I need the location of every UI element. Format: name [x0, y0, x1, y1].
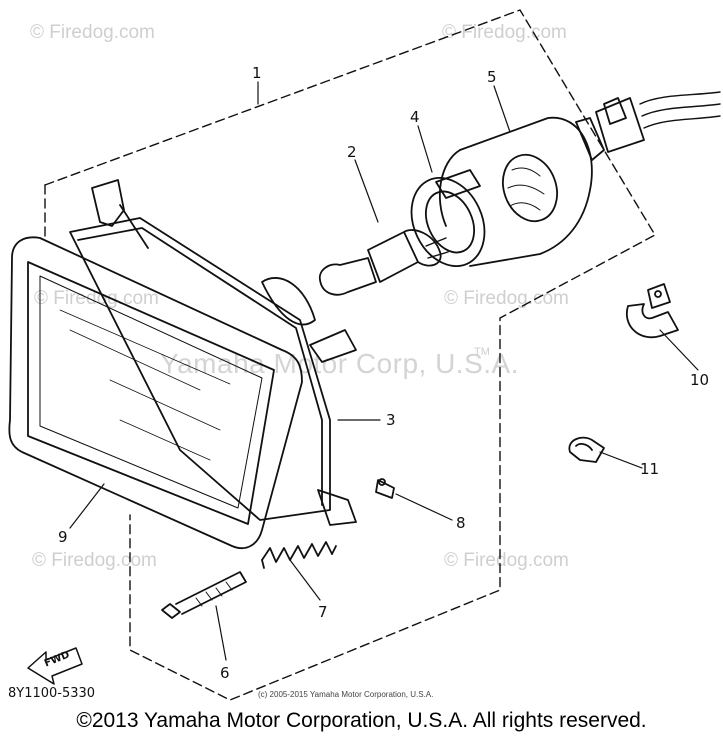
callout-11: 11	[640, 460, 660, 478]
callout-1: 1	[252, 64, 262, 82]
callout-3: 3	[386, 411, 396, 429]
headlight-housing	[69, 179, 357, 526]
halogen-bulb	[318, 229, 449, 296]
callout-6: 6	[220, 664, 230, 682]
diagram-part-code: 8Y1100-5330	[8, 686, 96, 701]
bulb-socket	[410, 169, 486, 267]
callout-7: 7	[318, 603, 328, 621]
callout-8: 8	[456, 514, 466, 532]
callout-9: 9	[58, 528, 68, 546]
wire-connector	[595, 91, 721, 153]
adjust-clip	[375, 478, 395, 499]
leader-lines	[69, 81, 699, 661]
cable-band	[568, 436, 605, 463]
watermark: © Firedog.com	[30, 22, 155, 43]
watermark: © Firedog.com	[444, 288, 569, 309]
callout-5: 5	[487, 68, 497, 86]
callout-2: 2	[347, 143, 357, 161]
watermark-tm: TM	[474, 346, 490, 358]
watermark: © Firedog.com	[32, 550, 157, 571]
watermark: © Firedog.com	[34, 288, 159, 309]
source-copyright: (c) 2005-2015 Yamaha Motor Corporation, …	[258, 690, 434, 699]
wire-clamp	[625, 283, 679, 339]
copyright-footer: ©2013 Yamaha Motor Corporation, U.S.A. A…	[76, 709, 647, 732]
forward-arrow	[27, 647, 83, 685]
adjust-spring	[261, 541, 337, 569]
adjust-screw	[161, 571, 247, 619]
headlight-lens-rim	[8, 236, 303, 550]
assembly-boundary	[44, 9, 656, 701]
callout-4: 4	[410, 108, 420, 126]
watermark: © Firedog.com	[444, 550, 569, 571]
watermark-company: Yamaha Motor Corp, U.S.A.	[160, 348, 519, 379]
callout-10: 10	[690, 371, 710, 389]
dust-cover	[439, 116, 605, 267]
